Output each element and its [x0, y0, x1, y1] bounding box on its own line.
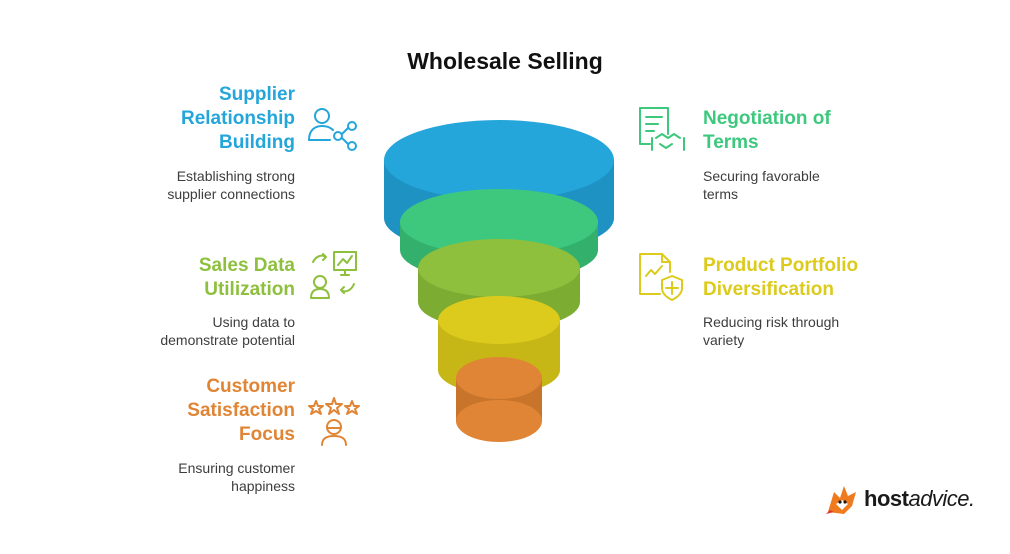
customer-stars-icon: [308, 397, 360, 446]
desc-supplier-relationship: Establishing strong supplier connections: [167, 168, 295, 202]
desc-negotiation-terms: Securing favorable terms: [703, 168, 820, 202]
heading-negotiation-terms: Negotiation of Terms: [703, 108, 831, 153]
portfolio-shield-icon: [639, 253, 683, 301]
hostadvice-fox-logo-icon: [826, 486, 856, 514]
contract-handshake-icon: [639, 107, 685, 151]
supplier-network-icon: [308, 108, 357, 151]
heading-supplier-relationship: Supplier Relationship Building: [180, 84, 295, 153]
funnel-layer-customer: [456, 357, 542, 442]
desc-product-portfolio: Reducing risk through variety: [703, 314, 840, 348]
heading-product-portfolio: Product Portfolio Diversification: [703, 255, 859, 300]
hostadvice-logo: hostadvice.: [824, 482, 975, 516]
hostadvice-logo-text: hostadvice.: [864, 486, 975, 511]
diagram-title: Wholesale Selling: [407, 48, 603, 74]
heading-customer-satisfaction: Customer Satisfaction Focus: [187, 376, 295, 445]
desc-sales-data: Using data to demonstrate potential: [160, 314, 295, 348]
data-presentation-icon: [310, 251, 357, 299]
desc-customer-satisfaction: Ensuring customer happiness: [178, 460, 295, 494]
heading-sales-data: Sales Data Utilization: [198, 255, 295, 300]
